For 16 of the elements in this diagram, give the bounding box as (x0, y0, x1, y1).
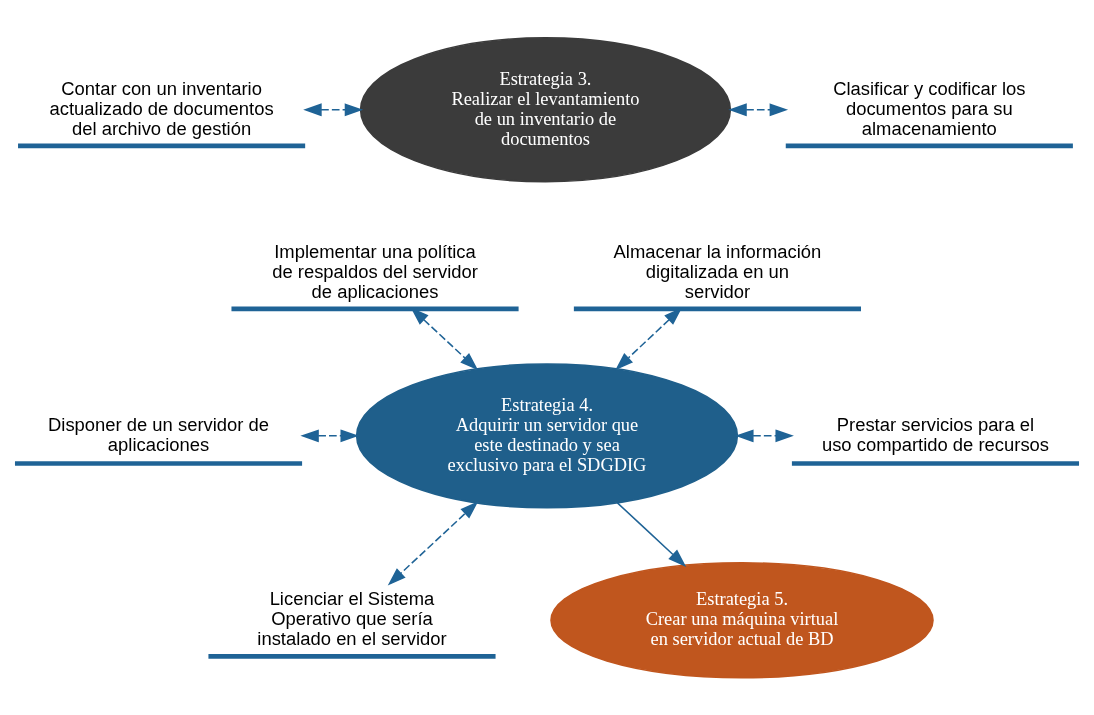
arrow (735, 428, 794, 442)
arrow (728, 102, 789, 116)
arrow (387, 500, 479, 585)
node-ellipse: Estrategia 4. Adquirir un servidor que este destinado y sea exclusivo para el SDGDIG (355, 362, 739, 509)
arrow (303, 102, 364, 116)
arrow (300, 428, 359, 442)
node-text: Licenciar el Sistema Operativo que sería instalado en el servidor (257, 587, 447, 649)
node-text: Almacenar la información digitalizada en un servidor (613, 240, 822, 302)
node-text: Contar con un inventario actualizado de documentos del archivo de gestión (49, 77, 274, 139)
node-text: Disponer de un servidor de aplicaciones (48, 413, 270, 455)
node-text: Implementar una política de respaldos del servidor de aplicaciones (272, 240, 478, 302)
node-text: Prestar servicios para el uso compartido de recursos (821, 413, 1050, 455)
node-ellipse: Estrategia 3. Realizar el levantamiento de un inventario de documentos (359, 36, 732, 182)
node-text: Clasificar y codificar los documentos para su almacenamiento (833, 77, 1026, 139)
node-ellipse: Estrategia 5. Crear una máquina virtual en servidor actual de BD (550, 561, 934, 679)
arrow (616, 501, 687, 567)
